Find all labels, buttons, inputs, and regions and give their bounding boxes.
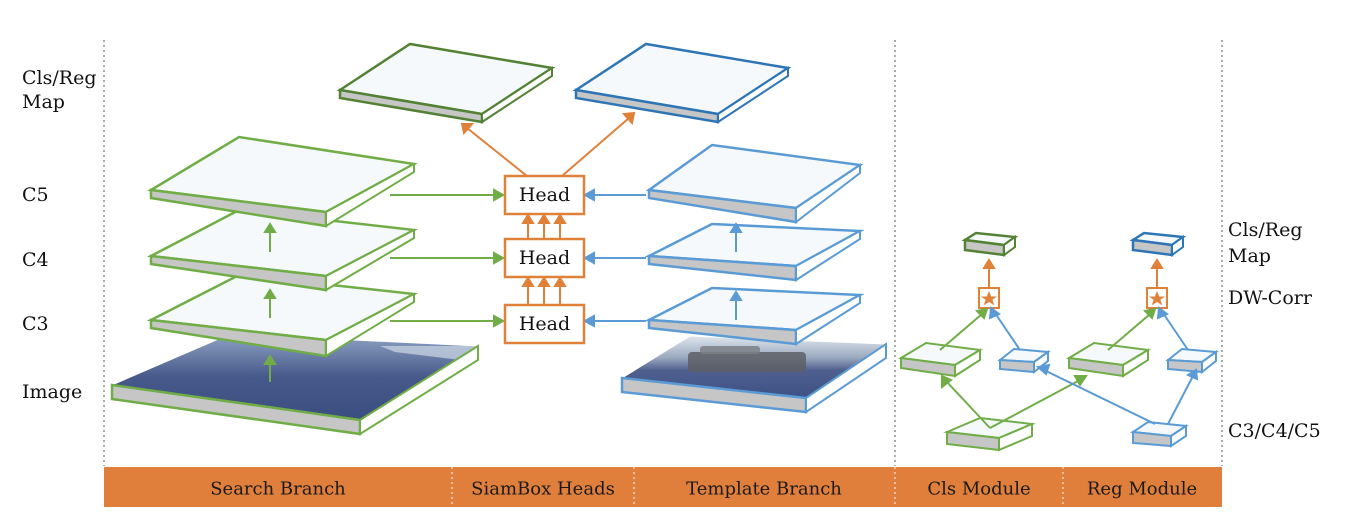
c4-row-label: C4: [22, 249, 49, 271]
module-orange-arrows: [982, 258, 1164, 288]
cls-dwcorr-box: [978, 287, 1000, 309]
template-to-head-arrows: [582, 188, 646, 328]
reg-dwcorr-box: [1146, 287, 1168, 309]
module-blue-arrows: [988, 306, 1199, 425]
search-vertical-arrows: [263, 222, 277, 382]
head-orange-arrows: [460, 111, 636, 305]
search-c5-slab: [147, 135, 418, 228]
module-map-label-line2: Map: [1228, 245, 1271, 267]
c3-row-label: C3: [22, 313, 49, 335]
map-row-label-line2: Map: [22, 91, 65, 113]
cls-module-label: Cls Module: [927, 479, 1030, 500]
template-image-slab: [620, 335, 888, 414]
template-c3-slab: [644, 286, 865, 346]
reg-module-output-map: [1129, 231, 1187, 257]
cls-module-template-slab: [997, 347, 1051, 375]
siambox-heads-label: SiamBox Heads: [471, 479, 615, 500]
bottom-section-bar: Search Branch SiamBox Heads Template Bra…: [104, 467, 1222, 507]
reg-module-label: Reg Module: [1087, 479, 1197, 500]
features-label: C3/C4/C5: [1228, 420, 1321, 442]
head-box-c3: Head: [503, 303, 586, 345]
star-icon: [981, 291, 997, 306]
template-vertical-arrows: [729, 222, 743, 320]
reg-output-map: [572, 42, 792, 124]
module-source-template-slab: [1130, 420, 1189, 448]
module-map-label-line1: Cls/Reg: [1228, 219, 1302, 241]
search-image-slab: [110, 333, 480, 436]
section-separators: [103, 40, 1223, 466]
star-icon: [1149, 291, 1165, 306]
image-row-label: Image: [22, 381, 82, 403]
search-c3-slab: [146, 273, 419, 358]
template-branch-label: Template Branch: [686, 479, 842, 500]
c5-row-label: C5: [22, 184, 49, 206]
template-c5-slab: [645, 143, 864, 225]
head-label-c4: Head: [519, 247, 570, 269]
search-branch-label: Search Branch: [210, 479, 346, 500]
search-to-head-arrows: [390, 188, 506, 328]
head-box-c4: Head: [503, 237, 586, 279]
module-source-search-slab: [943, 416, 1036, 452]
cls-module-output-map: [961, 231, 1019, 257]
head-label-c5: Head: [519, 184, 570, 206]
head-label-c3: Head: [519, 313, 570, 335]
cls-output-map: [336, 42, 556, 124]
row-labels: Cls/Reg Map C5 C4 C3 Image: [22, 67, 96, 403]
head-box-c5: Head: [503, 174, 586, 216]
reg-module-search-slab: [1066, 341, 1151, 378]
map-row-label-line1: Cls/Reg: [22, 67, 96, 89]
dwcorr-label: DW-Corr: [1228, 287, 1313, 309]
reg-module-template-slab: [1165, 347, 1219, 375]
template-c4-slab: [644, 222, 865, 282]
module-labels: Cls/Reg Map DW-Corr C3/C4/C5: [1228, 219, 1321, 442]
search-c4-slab: [146, 208, 419, 292]
cls-module-search-slab: [898, 341, 983, 378]
module-green-arrows: [939, 307, 1157, 429]
